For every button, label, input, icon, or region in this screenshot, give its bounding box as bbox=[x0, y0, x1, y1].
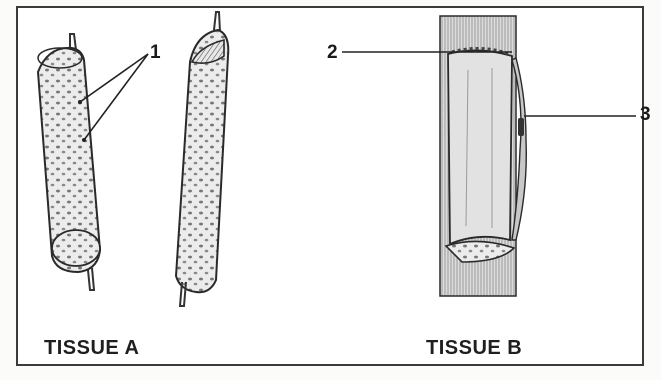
tissue-b-vessel bbox=[440, 16, 526, 296]
label-3: 3 bbox=[640, 104, 651, 126]
tissue-b-caption: TISSUE B bbox=[426, 337, 522, 360]
tissue-a-caption: TISSUE A bbox=[44, 337, 140, 360]
label-1: 1 bbox=[150, 42, 161, 64]
tissue-a-right-cell bbox=[176, 12, 228, 306]
tissue-a-left-cell bbox=[38, 34, 100, 290]
label-2: 2 bbox=[327, 42, 338, 64]
